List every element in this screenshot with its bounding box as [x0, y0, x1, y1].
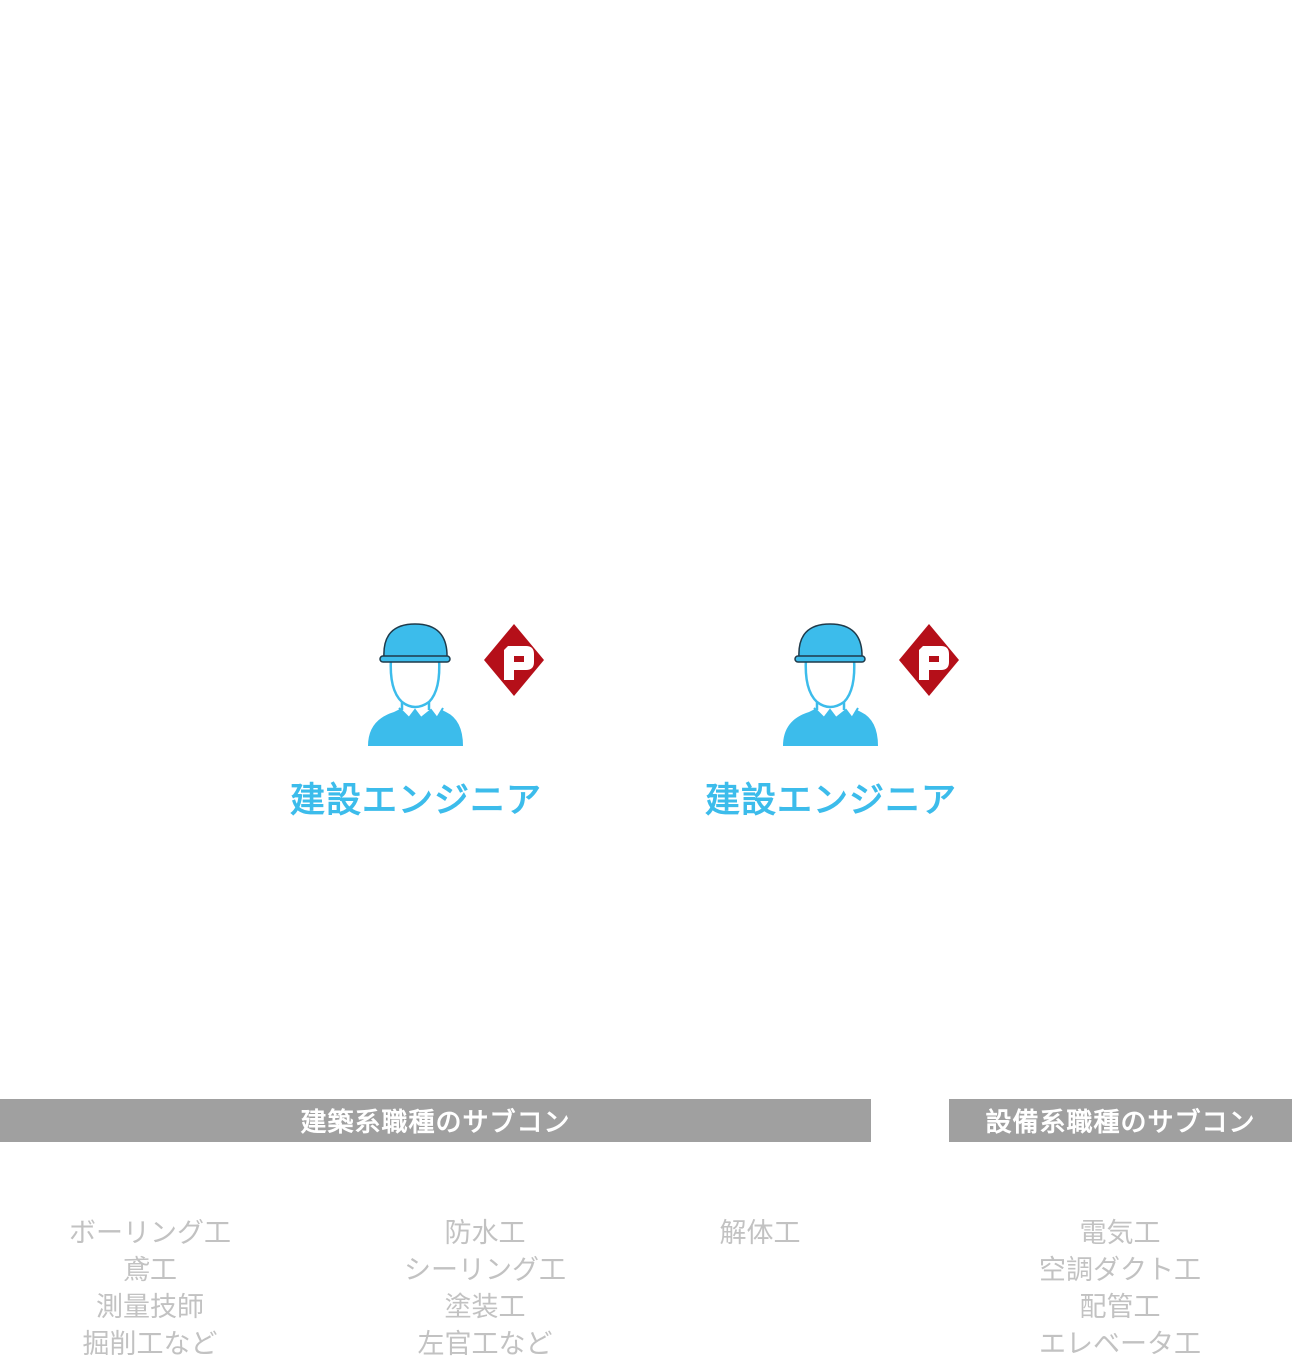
- engineer-title: 建設エンジニア: [289, 781, 542, 821]
- trade-item: 防水工: [444, 1218, 526, 1249]
- trade-item: 空調ダクト工: [1039, 1255, 1201, 1286]
- trade-item: 掘削工など: [82, 1329, 218, 1360]
- engineer-hardhat-icon: [368, 623, 544, 746]
- engineer-hardhat-icon: [783, 623, 959, 746]
- diamond-logo-icon: [899, 624, 959, 696]
- trade-list-equipment: 電気工 空調ダクト工 配管工 エレベータ工: [990, 1215, 1250, 1363]
- trade-item: シーリング工: [404, 1255, 566, 1286]
- architecture-category-bar: 建築系職種のサブコン: [0, 1099, 871, 1142]
- trade-item: 測量技師: [96, 1292, 204, 1323]
- engineer-1: 建設エンジニア: [286, 620, 586, 830]
- trade-item: エレベータ工: [1039, 1329, 1201, 1360]
- diamond-logo-icon: [484, 624, 544, 696]
- trade-item: 左官工など: [417, 1329, 553, 1360]
- trade-item: 塗装工: [444, 1292, 526, 1323]
- equipment-category-bar: 設備系職種のサブコン: [949, 1099, 1292, 1142]
- trade-list-demolition: 解体工: [630, 1215, 890, 1252]
- trade-list-civil: ボーリング工 鳶工 測量技師 掘削工など: [20, 1215, 280, 1363]
- trade-item: 電気工: [1079, 1218, 1161, 1249]
- engineer-2: 建設エンジニア: [701, 620, 1001, 830]
- trade-item: 鳶工: [123, 1255, 177, 1286]
- engineer-title: 建設エンジニア: [704, 781, 957, 821]
- trade-item: 配管工: [1079, 1292, 1161, 1323]
- trade-item: 解体工: [719, 1218, 801, 1249]
- trade-list-finishing: 防水工 シーリング工 塗装工 左官工など: [355, 1215, 615, 1363]
- trade-item: ボーリング工: [69, 1218, 231, 1249]
